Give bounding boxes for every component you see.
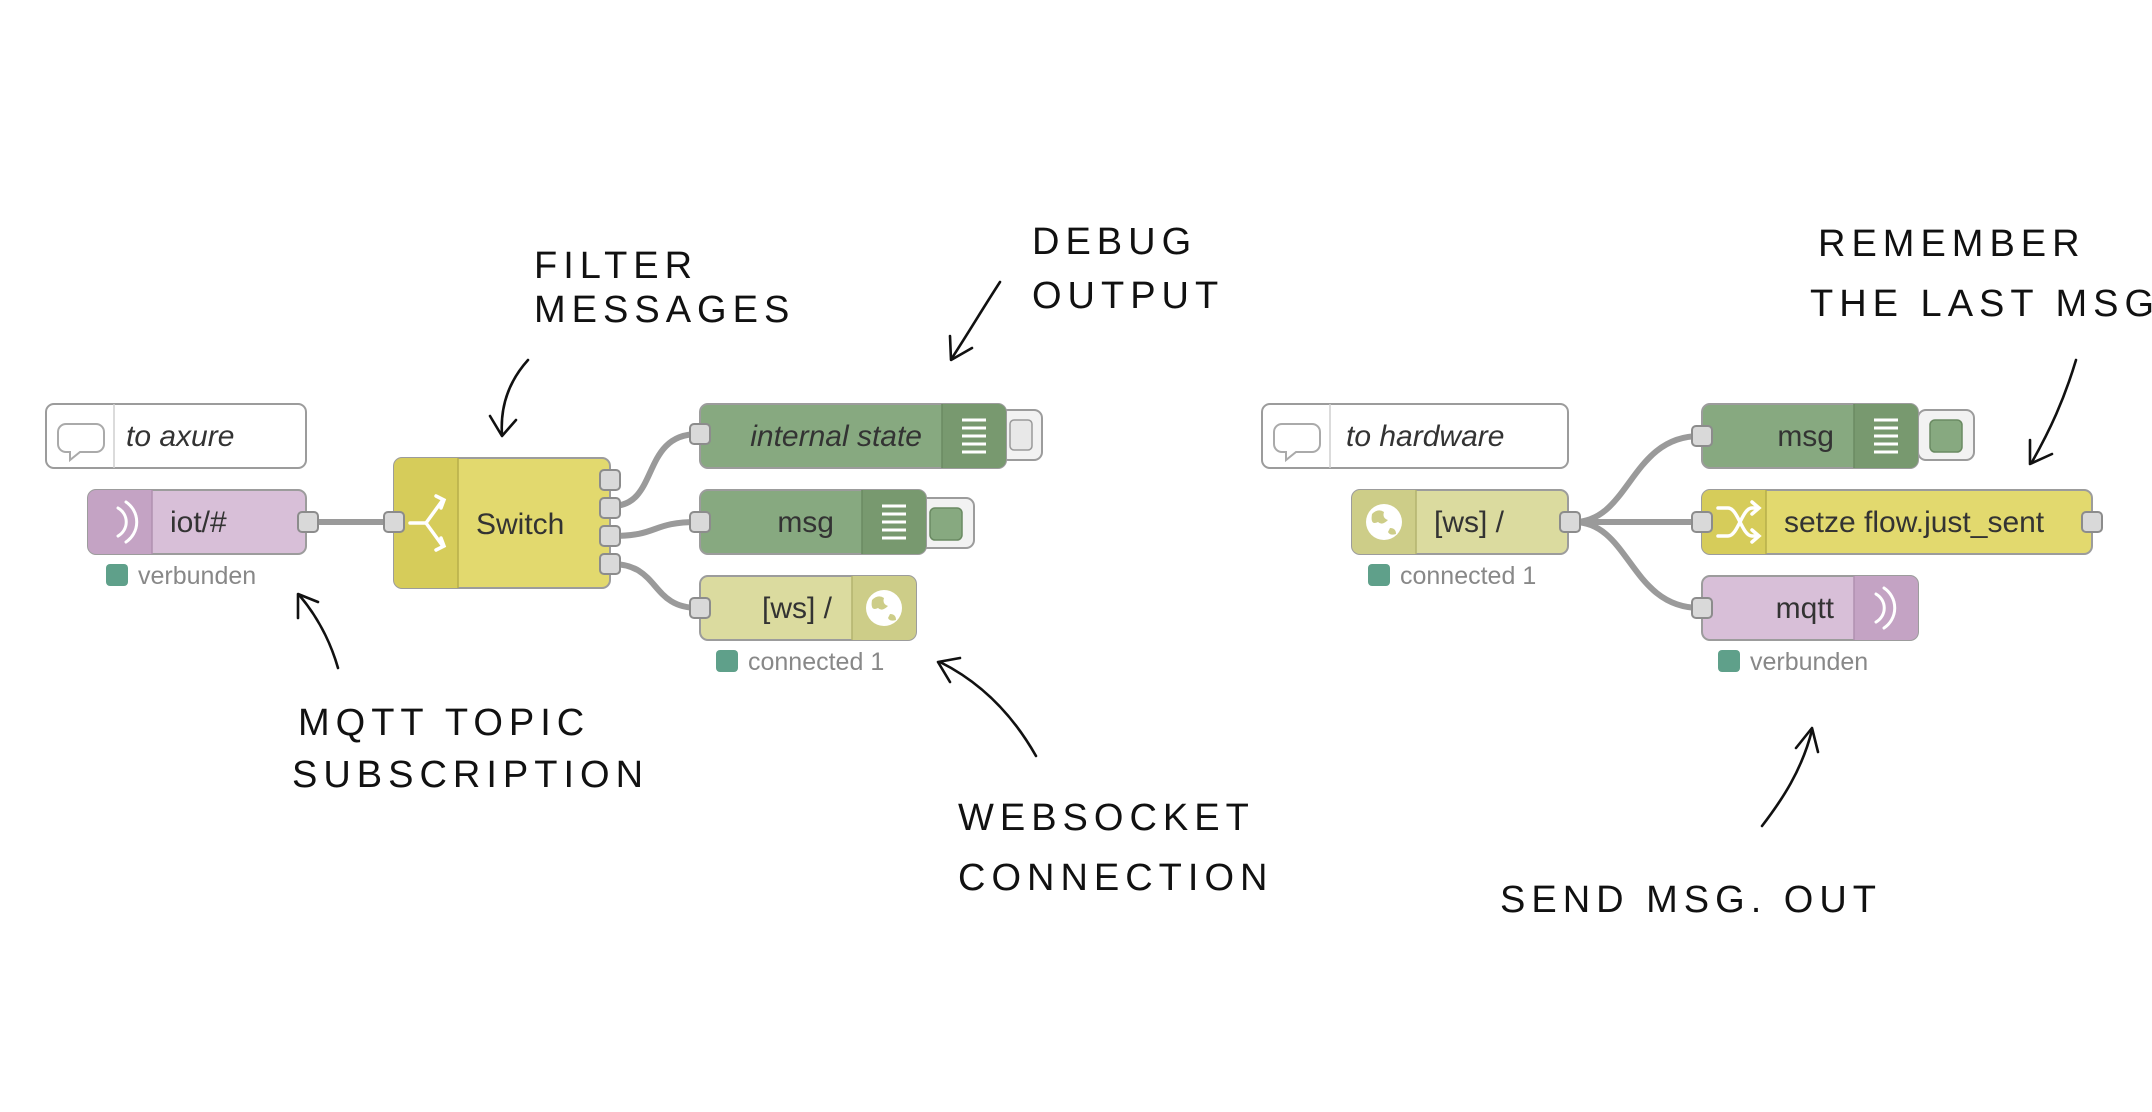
comment-node-to-axure[interactable]: to axure — [45, 403, 307, 469]
status-text: verbunden — [138, 562, 256, 590]
debug-toggle-icon — [929, 507, 963, 541]
wire[interactable] — [1571, 519, 1703, 611]
debug-node-msg-right[interactable]: msg — [1691, 403, 1975, 469]
output-port[interactable] — [599, 469, 621, 491]
node-label: to axure — [126, 420, 234, 453]
status-dot — [1368, 564, 1390, 586]
annotation-remember-last-msg: REMEMBER THE LAST MSG. — [1810, 223, 2152, 466]
output-port[interactable] — [2081, 511, 2103, 533]
list-icon — [962, 418, 986, 454]
wires-left — [303, 431, 701, 611]
debug-node-internal-state[interactable]: internal state — [689, 403, 1043, 469]
wire[interactable] — [609, 561, 701, 611]
wire[interactable] — [609, 519, 701, 539]
debug-node-msg[interactable]: msg — [689, 489, 975, 555]
comment-icon — [57, 423, 105, 463]
arrow-icon — [500, 358, 530, 437]
arrowhead-icon — [936, 656, 962, 684]
arrowhead-icon — [488, 414, 518, 438]
wire[interactable] — [1571, 433, 1703, 525]
output-port[interactable] — [599, 525, 621, 547]
globe-icon — [1366, 504, 1402, 540]
arrow-icon — [950, 280, 1002, 360]
change-node[interactable]: setze flow.just_sent — [1691, 489, 2103, 555]
status-text: connected 1 — [748, 648, 884, 676]
mqtt-icon — [116, 500, 139, 544]
annotation-text: DEBUG — [1032, 221, 1197, 263]
status-text: connected 1 — [1400, 562, 1536, 590]
output-port[interactable] — [1559, 511, 1581, 533]
annotation-filter-messages: FILTER MESSAGES — [488, 245, 795, 438]
arrow-icon — [938, 660, 1038, 758]
arrow-icon — [298, 594, 340, 670]
input-port[interactable] — [1691, 511, 1713, 533]
status-dot — [716, 650, 738, 672]
wire[interactable] — [609, 431, 701, 509]
annotation-text: REMEMBER — [1818, 223, 2086, 265]
annotation-text: MQTT TOPIC — [298, 702, 590, 744]
switch-node[interactable]: Switch — [383, 457, 621, 589]
websocket-out-node[interactable]: [ws] / — [689, 575, 917, 641]
input-port[interactable] — [689, 597, 711, 619]
output-port[interactable] — [599, 553, 621, 575]
wires-right — [1571, 433, 1703, 611]
annotation-mqtt-topic-subscription: MQTT TOPIC SUBSCRIPTION — [292, 592, 649, 796]
node-label: [ws] / — [762, 592, 833, 625]
status-mqtt-out: verbunden — [1718, 648, 1868, 676]
debug-toggle-icon — [1929, 419, 1963, 453]
shuffle-icon — [1716, 500, 1762, 544]
status-dot — [106, 564, 128, 586]
annotation-text: CONNECTION — [958, 857, 1273, 899]
status-ws-out: connected 1 — [716, 648, 884, 676]
annotation-text: FILTER — [534, 245, 698, 287]
comment-node-to-hardware[interactable]: to hardware — [1261, 403, 1569, 469]
mqtt-icon — [1874, 586, 1897, 630]
arrow-icon — [1760, 728, 1814, 828]
mqtt-in-node[interactable]: iot/# — [87, 489, 319, 555]
globe-icon — [866, 590, 902, 626]
annotation-text: THE LAST MSG. — [1810, 283, 2152, 325]
arrowhead-icon — [296, 592, 320, 620]
input-port[interactable] — [689, 423, 711, 445]
switch-icon — [408, 494, 447, 552]
annotation-text: SEND MSG. OUT — [1500, 879, 1882, 921]
annotation-debug-output: DEBUG OUTPUT — [948, 221, 1224, 362]
annotation-text: MESSAGES — [534, 289, 795, 331]
arrowhead-icon — [1794, 726, 1820, 754]
comment-icon — [1273, 423, 1321, 463]
annotation-text: OUTPUT — [1032, 275, 1224, 317]
output-port[interactable] — [599, 497, 621, 519]
annotation-send-msg-out: SEND MSG. OUT — [1500, 726, 1882, 921]
node-label: mqtt — [1776, 592, 1835, 625]
input-port[interactable] — [1691, 597, 1713, 619]
node-label: msg — [777, 506, 834, 539]
mqtt-out-node[interactable]: mqtt — [1691, 575, 1919, 641]
status-dot — [1718, 650, 1740, 672]
annotation-websocket-connection: WEBSOCKET CONNECTION — [936, 656, 1273, 899]
debug-toggle-icon — [1009, 419, 1033, 451]
websocket-in-node[interactable]: [ws] / — [1351, 489, 1581, 555]
node-label: msg — [1777, 420, 1834, 453]
list-icon — [1874, 418, 1898, 454]
input-port[interactable] — [1691, 425, 1713, 447]
node-label: iot/# — [170, 506, 227, 539]
node-label: setze flow.just_sent — [1784, 506, 2045, 539]
annotation-text: WEBSOCKET — [958, 797, 1255, 839]
list-icon — [882, 504, 906, 540]
arrowhead-icon — [948, 334, 974, 362]
arrow-icon — [2030, 358, 2078, 464]
status-text: verbunden — [1750, 648, 1868, 676]
arrowhead-icon — [2028, 438, 2054, 466]
input-port[interactable] — [689, 511, 711, 533]
node-label: [ws] / — [1434, 506, 1505, 539]
node-label: to hardware — [1346, 420, 1504, 453]
annotation-text: SUBSCRIPTION — [292, 754, 649, 796]
node-label: internal state — [750, 420, 922, 453]
input-port[interactable] — [383, 511, 405, 533]
status-ws-in: connected 1 — [1368, 562, 1536, 590]
status-mqtt-in: verbunden — [106, 562, 256, 590]
node-label: Switch — [476, 508, 564, 541]
output-port[interactable] — [297, 511, 319, 533]
